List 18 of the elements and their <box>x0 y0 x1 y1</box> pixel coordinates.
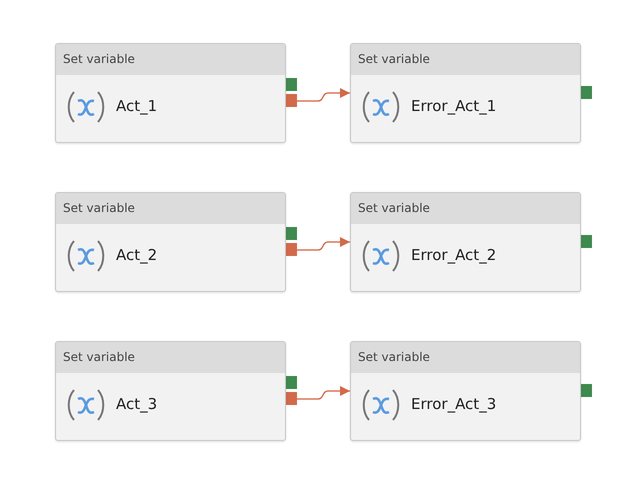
activity-name: Act_2 <box>116 246 158 264</box>
activity-box <box>55 192 286 292</box>
activity-box <box>350 341 581 441</box>
activity-type: Set variable <box>63 350 135 364</box>
activity-box <box>350 43 581 143</box>
activity-box <box>55 43 286 143</box>
activity-box <box>350 192 581 292</box>
activity-type: Set variable <box>63 201 135 215</box>
activity-type: Set variable <box>358 350 430 364</box>
activity-name: Act_1 <box>116 97 158 115</box>
activity-type: Set variable <box>358 201 430 215</box>
activity-name: Act_3 <box>116 395 158 413</box>
activity-type: Set variable <box>63 52 135 66</box>
activity-name: Error_Act_1 <box>411 97 496 115</box>
activity-type: Set variable <box>358 52 430 66</box>
activity-name: Error_Act_2 <box>411 246 496 264</box>
activity-name: Error_Act_3 <box>411 395 496 413</box>
activity-box <box>55 341 286 441</box>
